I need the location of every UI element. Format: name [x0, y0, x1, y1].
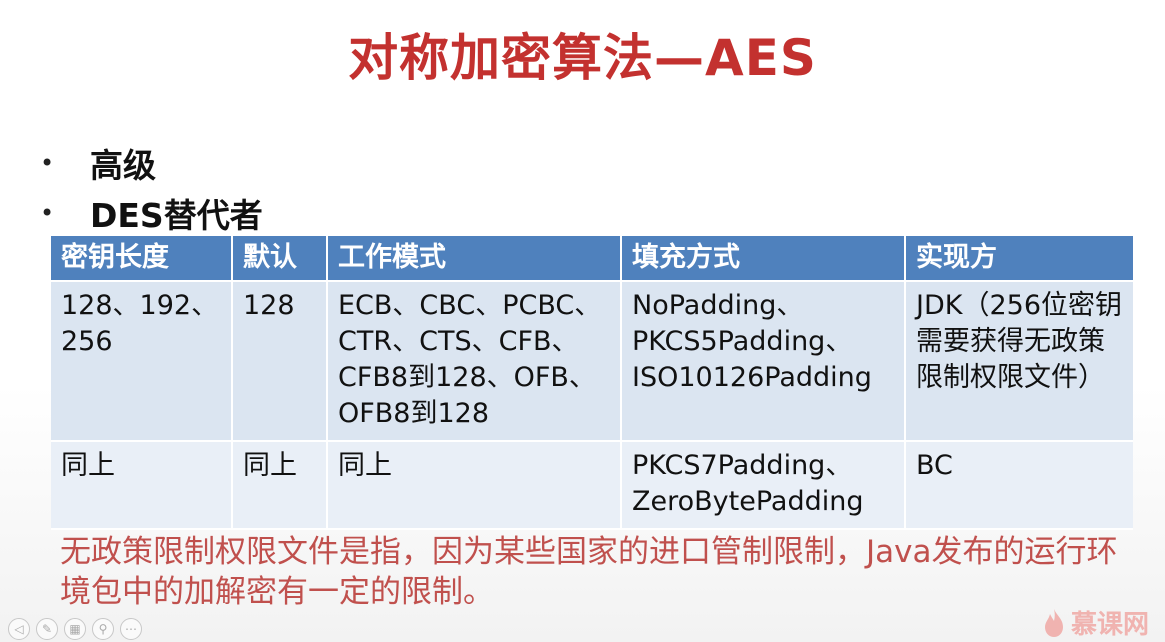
cell-implementer: JDK（256位密钥需要获得无政策限制权限文件） [905, 281, 1133, 442]
header-work-mode: 工作模式 [327, 236, 622, 282]
slide-title: 对称加密算法—AES [348, 29, 817, 87]
previous-slide-icon[interactable]: ◁ [8, 618, 30, 640]
bullet-dot-icon: • [40, 199, 55, 227]
table-header-row: 密钥长度 默认 工作模式 填充方式 实现方 [51, 236, 1133, 282]
cell-default: 同上 [232, 441, 328, 530]
zoom-icon[interactable]: ⚲ [92, 618, 114, 640]
cell-key-length: 128、192、256 [51, 281, 233, 442]
bullet-item: • 高级 [40, 138, 263, 188]
cell-key-length: 同上 [51, 441, 233, 530]
cell-implementer: BC [905, 441, 1133, 530]
header-default: 默认 [232, 236, 328, 282]
flame-logo-icon [1043, 608, 1065, 638]
cell-default: 128 [232, 281, 328, 442]
table-row: 同上 同上 同上 PKCS7Padding、ZeroBytePadding BC [51, 441, 1133, 530]
brand-watermark: 慕课网 [1043, 604, 1149, 641]
header-padding: 填充方式 [621, 236, 906, 282]
pen-icon[interactable]: ✎ [36, 618, 58, 640]
bullet-list: • 高级 • DES替代者 [40, 138, 263, 238]
bullet-text: 高级 [90, 146, 156, 185]
cell-work-mode: 同上 [327, 441, 622, 530]
cell-work-mode: ECB、CBC、PCBC、CTR、CTS、CFB、CFB8到128、OFB、OF… [327, 281, 622, 442]
bullet-item: • DES替代者 [40, 188, 263, 238]
aes-spec-table: 密钥长度 默认 工作模式 填充方式 实现方 128、192、256 128 EC… [51, 236, 1133, 530]
slide-toolbar: ◁ ✎ ▦ ⚲ ⋯ [8, 618, 142, 640]
watermark-text: 慕课网 [1070, 610, 1149, 640]
bullet-dot-icon: • [40, 149, 55, 177]
slides-grid-icon[interactable]: ▦ [64, 618, 86, 640]
restriction-note: 无政策限制权限文件是指，因为某些国家的进口管制限制，Java发布的运行环境包中的… [60, 534, 1118, 610]
cell-padding: NoPadding、PKCS5Padding、ISO10126Padding [621, 281, 906, 442]
header-key-length: 密钥长度 [51, 236, 233, 282]
bullet-text: DES替代者 [90, 196, 263, 235]
cell-padding: PKCS7Padding、ZeroBytePadding [621, 441, 906, 530]
table-row: 128、192、256 128 ECB、CBC、PCBC、CTR、CTS、CFB… [51, 281, 1133, 442]
header-implementer: 实现方 [905, 236, 1133, 282]
more-options-icon[interactable]: ⋯ [120, 618, 142, 640]
